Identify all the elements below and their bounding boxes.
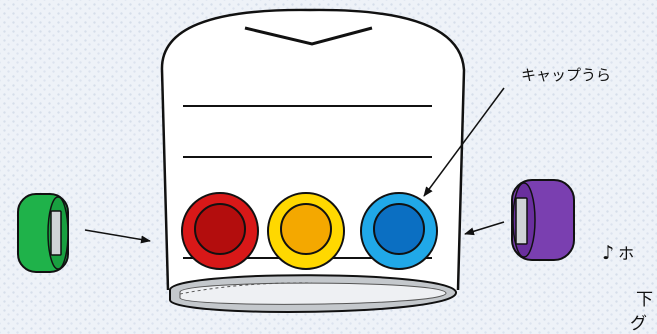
container-top-fold	[244, 26, 373, 46]
arrow-right	[464, 221, 505, 236]
arrow-left	[84, 229, 151, 244]
cut-off-text-1: 下	[636, 290, 653, 310]
callout-arrow	[423, 87, 505, 197]
yellow-ball	[267, 192, 345, 270]
purple-cap	[511, 179, 575, 261]
music-note-icon: ♪	[602, 242, 615, 264]
callout-label: キャップうら	[521, 66, 612, 84]
note-text: ホ	[618, 244, 635, 263]
green-cap	[17, 193, 69, 273]
red-ball	[181, 192, 259, 270]
blue-ball	[360, 192, 438, 270]
bottom-ring-inner	[179, 282, 447, 305]
note-line: ♪ホ	[602, 240, 634, 264]
toy-diagram	[17, 8, 575, 313]
cut-off-text-2: グ	[630, 314, 647, 334]
